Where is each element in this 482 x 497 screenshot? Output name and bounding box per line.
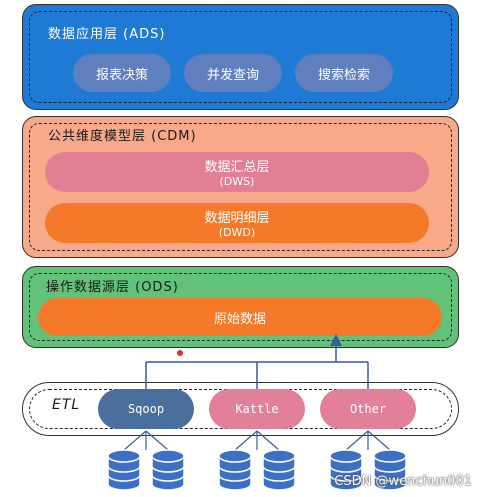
dwd-block: 数据明细层 (DWD)	[45, 203, 429, 243]
etl-tool-sqoop: Sqoop	[98, 389, 194, 429]
database-icon	[107, 449, 141, 491]
raw-data-block: 原始数据	[38, 298, 442, 336]
ads-layer-dashed-border	[29, 11, 452, 103]
dwd-label: 数据明细层	[204, 211, 270, 226]
cdm-layer-title: 公共维度模型层 (CDM)	[48, 129, 197, 144]
etl-layer-title: ETL	[52, 397, 81, 413]
database-icon	[218, 449, 252, 491]
dwd-code: (DWD)	[218, 226, 256, 239]
ads-item-query: 并发查询	[184, 54, 282, 92]
cdm-layer-dashed-border	[29, 123, 452, 251]
watermark: CSDN @wenchun001	[334, 474, 472, 489]
ads-item-report: 报表决策	[73, 54, 171, 92]
dws-block: 数据汇总层 (DWS)	[45, 152, 429, 192]
dws-code: (DWS)	[219, 175, 255, 188]
ods-layer-dashed-border	[29, 273, 452, 341]
ods-layer-title: 操作数据源层 (ODS)	[46, 280, 179, 295]
red-dot-marker	[177, 350, 183, 356]
dws-label: 数据汇总层	[204, 160, 270, 175]
etl-tool-kattle: Kattle	[209, 389, 305, 429]
ads-layer-title: 数据应用层 (ADS)	[48, 27, 166, 42]
database-icon	[329, 449, 363, 491]
database-icon	[262, 449, 296, 491]
db-to-etl-arrows	[123, 430, 391, 451]
database-icon	[151, 449, 185, 491]
ads-item-search: 搜索检索	[295, 54, 393, 92]
database-icon	[373, 449, 407, 491]
etl-tool-other: Other	[320, 389, 416, 429]
